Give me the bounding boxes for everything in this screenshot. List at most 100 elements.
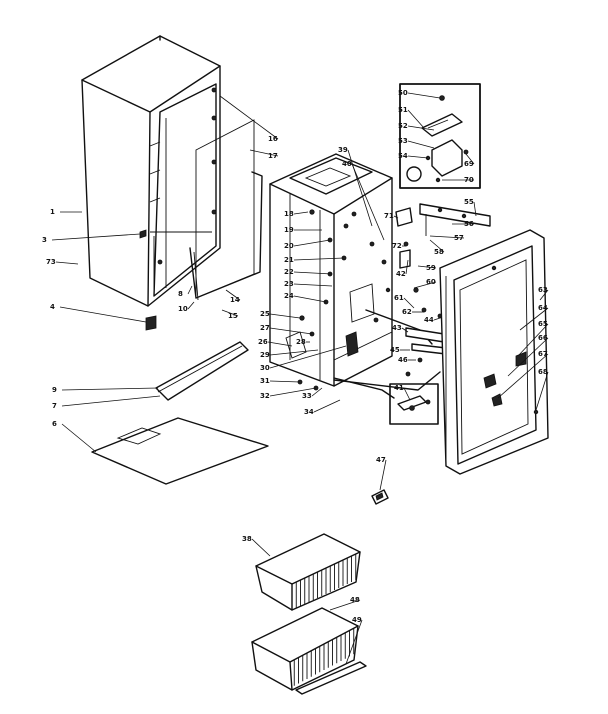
leader-20 [293, 239, 331, 247]
callout-58: 58 [434, 248, 444, 256]
leader-44 [433, 317, 441, 321]
leader-41 [403, 387, 411, 401]
callout-69: 69 [464, 160, 474, 168]
callout-30: 30 [260, 364, 270, 372]
callout-62: 62 [402, 308, 412, 316]
callout-46: 46 [398, 356, 408, 364]
callout-3: 3 [42, 236, 47, 244]
leader-24 [293, 295, 327, 303]
hinge-inset [389, 383, 439, 425]
leader-34 [313, 399, 341, 413]
callout-48: 48 [350, 596, 360, 604]
leader-32 [269, 387, 317, 397]
leader-42 [405, 259, 409, 275]
callout-59: 59 [426, 264, 436, 272]
leader-64 [519, 307, 549, 331]
callout-22: 22 [284, 268, 294, 276]
callout-8: 8 [178, 290, 183, 298]
center-liner [269, 153, 441, 399]
callout-19: 19 [284, 226, 294, 234]
callout-31: 31 [260, 377, 270, 385]
callout-54: 54 [398, 152, 408, 160]
leader-48 [329, 599, 361, 611]
callout-33: 33 [302, 392, 312, 400]
callout-4: 4 [50, 303, 55, 311]
leader-65 [517, 323, 549, 357]
leader-67 [497, 353, 549, 399]
leader-25 [269, 313, 301, 319]
leader-15 [221, 309, 239, 317]
leader-47 [379, 459, 387, 491]
leader-69 [465, 153, 475, 165]
leader-30 [269, 345, 347, 369]
leader-31 [269, 380, 301, 383]
leader-33 [311, 387, 323, 397]
callout-39: 39 [338, 146, 348, 154]
callout-61: 61 [394, 294, 404, 302]
callout-45: 45 [390, 346, 400, 354]
callout-66: 66 [538, 334, 548, 342]
leader-68 [535, 371, 549, 411]
callout-23: 23 [284, 280, 294, 288]
callout-14: 14 [230, 296, 240, 304]
control-box [399, 83, 481, 189]
callout-26: 26 [258, 338, 268, 346]
leader-55 [473, 201, 477, 217]
callout-56: 56 [464, 220, 474, 228]
leader-4 [59, 306, 147, 323]
callout-34: 34 [304, 408, 314, 416]
callout-6: 6 [52, 420, 57, 428]
callout-52: 52 [398, 122, 408, 130]
door [439, 229, 549, 475]
callout-29: 29 [260, 351, 270, 359]
callout-73: 73 [46, 258, 56, 266]
callout-44: 44 [424, 316, 434, 324]
leader-66 [507, 337, 549, 377]
leader-43 [401, 327, 409, 333]
callout-70: 70 [464, 176, 474, 184]
callout-17: 17 [268, 152, 278, 160]
leader-lines [51, 92, 549, 665]
leader-38 [251, 538, 271, 557]
leader-52 [407, 125, 435, 131]
leader-49 [345, 619, 363, 665]
leader-27 [269, 327, 313, 335]
callout-67: 67 [538, 350, 548, 358]
leader-71 [393, 215, 399, 219]
callout-42: 42 [396, 270, 406, 278]
leader-16 [219, 95, 279, 140]
callout-10: 10 [178, 305, 188, 313]
leader-63 [539, 289, 549, 301]
leader-22 [293, 271, 333, 275]
leader-39 [347, 149, 373, 227]
leader-29 [269, 349, 319, 356]
leader-59 [417, 265, 437, 269]
callout-57: 57 [454, 234, 464, 242]
callout-72: 72 [392, 242, 402, 250]
callout-16: 16 [268, 135, 278, 143]
leader-60 [413, 281, 437, 289]
callout-1: 1 [50, 208, 55, 216]
callout-15: 15 [228, 312, 238, 320]
part-47 [371, 489, 389, 505]
leader-54 [407, 155, 429, 159]
grille [91, 341, 269, 485]
callout-47: 47 [376, 456, 386, 464]
callout-43: 43 [392, 324, 402, 332]
callout-25: 25 [260, 310, 270, 318]
callout-60: 60 [426, 278, 436, 286]
leader-18 [293, 211, 309, 215]
basket-rail [295, 661, 367, 695]
callout-68: 68 [538, 368, 548, 376]
leader-14 [225, 289, 241, 301]
callout-64: 64 [538, 304, 548, 312]
callout-51: 51 [398, 106, 408, 114]
leader-10 [187, 301, 195, 310]
basket-upper [255, 533, 361, 611]
leader-51 [407, 109, 425, 129]
callout-71: 71 [384, 212, 394, 220]
leader-26 [267, 341, 293, 347]
callout-21: 21 [284, 256, 294, 264]
leader-53 [407, 140, 435, 149]
